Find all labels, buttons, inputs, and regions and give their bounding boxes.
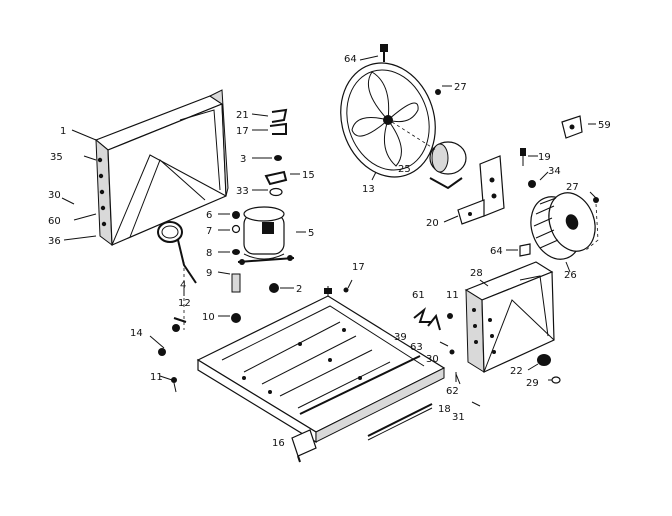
callout-31: 31 [452,412,465,423]
callout-30-mid: 30 [426,354,439,365]
callout-62: 62 [446,386,459,397]
callout-labels: 1 35 30 60 36 21 17 3 15 33 6 7 5 8 9 2 … [48,54,611,449]
compressor-hardware [231,211,279,323]
callout-22: 22 [510,366,523,377]
compressor [237,206,295,265]
small-parts [264,155,288,197]
callout-3: 3 [240,154,246,165]
callout-33: 33 [236,186,249,197]
condenser-coil [94,89,229,247]
evaporator-coil [464,261,555,373]
callout-26: 26 [564,270,577,281]
callout-5: 5 [308,228,314,239]
cap-64 [519,243,531,257]
foot-bracket [291,429,317,463]
callout-17-mid: 17 [352,262,365,273]
callout-35: 35 [50,152,63,163]
callout-13: 13 [362,184,375,195]
support-rod [367,403,433,441]
callout-64-top: 64 [344,54,357,65]
callout-21: 21 [236,110,249,121]
callout-30: 30 [48,190,61,201]
callout-11-mid: 11 [446,290,459,301]
capillary-tube [157,221,197,330]
callout-14: 14 [130,328,143,339]
screws-right [435,89,599,203]
callout-15: 15 [302,170,315,181]
callout-1: 1 [60,126,66,137]
callout-20: 20 [426,218,439,229]
callout-2: 2 [296,284,302,295]
small-hardware-center [171,279,481,407]
screws-12-14 [158,317,187,356]
callout-25: 25 [398,164,411,175]
callout-29: 29 [526,378,539,389]
callout-7: 7 [206,226,212,237]
motor-bracket [457,155,505,225]
callout-4: 4 [180,280,186,291]
callout-63: 63 [410,342,423,353]
callout-39: 39 [394,332,407,343]
callout-36: 36 [48,236,61,247]
callout-9: 9 [206,268,212,279]
callout-8: 8 [206,248,212,259]
callout-64-right: 64 [490,246,503,257]
callout-10: 10 [202,312,215,323]
leader-lines [61,55,597,385]
fan-blade [340,44,436,178]
callout-60: 60 [48,216,61,227]
callout-27-top: 27 [454,82,467,93]
blower-wheel [530,192,599,260]
callout-16: 16 [272,438,285,449]
callout-59: 59 [598,120,611,131]
callout-34: 34 [548,166,561,177]
callout-28: 28 [470,268,483,279]
callout-11-left: 11 [150,372,163,383]
callout-12: 12 [178,298,191,309]
callout-18: 18 [438,404,451,415]
fan-motor [391,121,467,190]
fittings-22-29 [537,354,561,384]
callout-6: 6 [206,210,212,221]
bracket-59 [561,115,583,139]
base-pan [196,286,446,444]
callout-19: 19 [538,152,551,163]
callout-17: 17 [236,126,249,137]
callout-27-right: 27 [566,182,579,193]
callout-61: 61 [412,290,425,301]
brackets-21-17 [269,108,288,135]
